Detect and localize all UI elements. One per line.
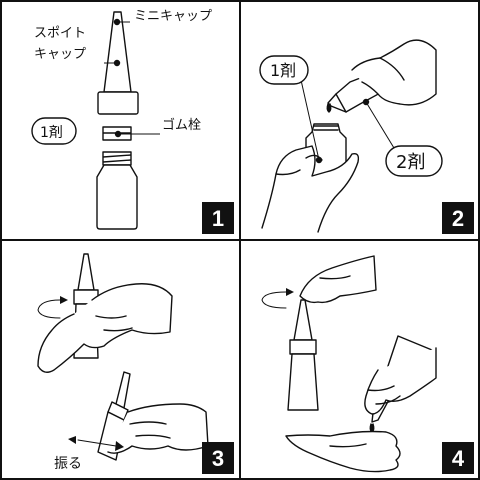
panel-2-labels: 1剤 2剤 xyxy=(270,61,425,173)
bottle-top xyxy=(77,253,95,291)
rubber-plug-label: ゴム栓 xyxy=(162,117,201,133)
shake-arrow-icon xyxy=(77,439,117,447)
hand-top xyxy=(37,283,173,373)
shake-label: 振る xyxy=(54,456,82,472)
hand-top-p4 xyxy=(299,255,377,304)
agent1-label: 1剤 xyxy=(40,125,63,141)
agent1-label-p2: 1剤 xyxy=(270,61,296,80)
rotate-arrow-icon-p4 xyxy=(261,291,287,309)
mini-cap-label: ミニキャップ xyxy=(134,9,212,24)
hand-lower xyxy=(261,145,360,233)
agent2-label-p2: 2剤 xyxy=(396,152,425,173)
palm-hand xyxy=(285,430,401,473)
bottle-neck xyxy=(102,151,132,166)
hand-bottom xyxy=(107,403,209,454)
panel-4-number-badge xyxy=(442,442,474,474)
agent1-badge xyxy=(31,117,77,145)
bottle-bottom xyxy=(115,371,131,409)
panel-2 xyxy=(259,39,443,233)
agent2-badge-p2 xyxy=(385,145,443,177)
panel-2-number-badge xyxy=(442,202,474,234)
dropper-cap-label-line1: スポイト xyxy=(34,26,86,41)
panel-3 xyxy=(37,253,209,461)
panel-3-labels: 振る xyxy=(54,456,82,472)
bottle-body xyxy=(96,164,138,230)
panel-2-number: 2 xyxy=(452,206,464,231)
cap-collar xyxy=(97,91,139,115)
hand-right-p4 xyxy=(364,347,437,415)
panel-1-labels: ミニキャップ スポイト キャップ ゴム栓 1剤 xyxy=(34,9,212,141)
bottle-dropper xyxy=(293,299,313,341)
panel-1-number: 1 xyxy=(212,206,224,231)
panel-1-number-badge xyxy=(202,202,234,234)
panel-4 xyxy=(261,255,437,473)
dropper-cap-label-line2: キャップ xyxy=(34,47,86,62)
panel-4-number: 4 xyxy=(452,446,465,471)
agent1-badge-p2 xyxy=(259,55,309,85)
panel-number-badges xyxy=(202,202,474,474)
panel-3-number: 3 xyxy=(212,446,224,471)
panel-1 xyxy=(31,11,160,230)
rotate-arrow-icon xyxy=(37,299,61,319)
panel-3-number-badge xyxy=(202,442,234,474)
